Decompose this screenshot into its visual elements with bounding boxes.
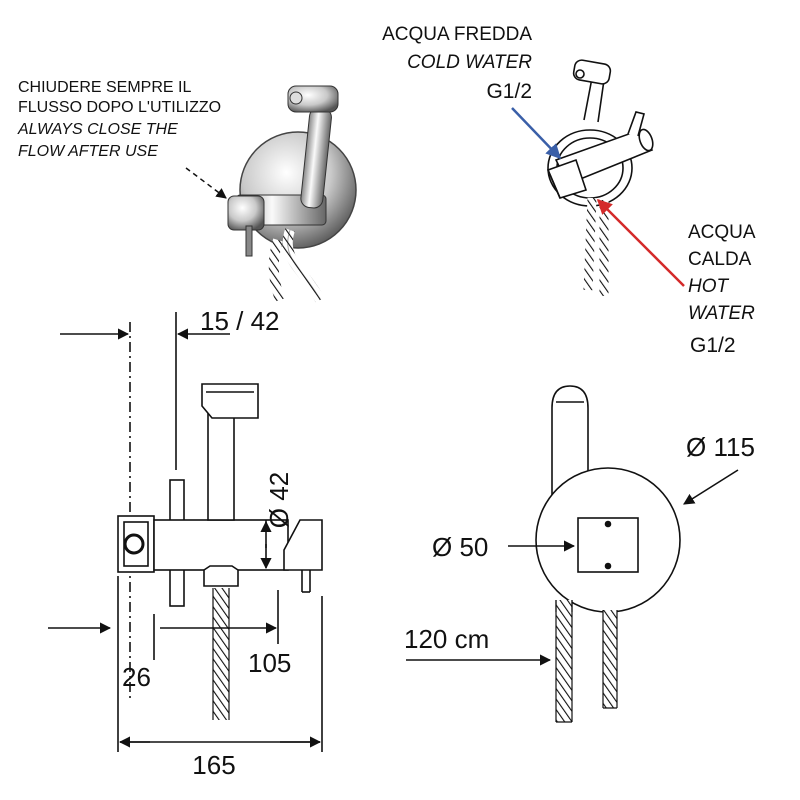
dim-total-length-label: 165 [192,750,235,780]
note-en-line-1: ALWAYS CLOSE THE [17,121,178,138]
dim-projection-label: 15 / 42 [200,306,280,336]
note-it-line-1: CHIUDERE SEMPRE IL [18,79,191,96]
dim-plate-diameter-arrow [683,469,739,505]
product-photo-front [227,85,357,303]
note-leader-arrow [185,167,227,199]
front-elevation [535,385,681,613]
cold-water-it: ACQUA FREDDA [382,24,532,45]
dim-hose-length-label: 120 cm [404,624,489,654]
dim-projection [60,312,230,470]
dim-plate-diameter-label: Ø 115 [686,432,755,462]
hot-water-label: ACQUA CALDA HOT WATER G1/2 [688,222,756,357]
dim-wall-offset [48,576,155,752]
hot-water-it-1: ACQUA [688,222,756,243]
dim-spout-length [160,590,279,644]
hot-water-it-2: CALDA [688,249,752,270]
cold-water-thread: G1/2 [486,80,532,103]
cold-water-en: COLD WATER [407,52,532,73]
dim-inner-diameter-label: Ø 50 [432,532,488,562]
hot-water-en-2: WATER [688,303,755,324]
cold-water-arrow [511,107,562,160]
cold-water-label: ACQUA FREDDA COLD WATER G1/2 [382,24,532,103]
note-en-line-2: FLOW AFTER USE [18,143,158,160]
hot-water-thread: G1/2 [690,334,736,357]
inlet-sketch [546,59,654,207]
hot-water-en-1: HOT [688,276,730,297]
hot-water-arrow [596,198,685,287]
note-it-line-2: FLUSSO DOPO L'UTILIZZO [18,99,221,116]
dim-total-length [118,596,323,752]
dim-spout-length-label: 105 [248,648,291,678]
sketch-hose-1 [583,197,597,291]
dim-handle-diameter-label: Ø 42 [264,472,294,528]
dim-wall-offset-label: 26 [122,662,151,692]
close-flow-note: CHIUDERE SEMPRE IL FLUSSO DOPO L'UTILIZZ… [17,79,221,160]
